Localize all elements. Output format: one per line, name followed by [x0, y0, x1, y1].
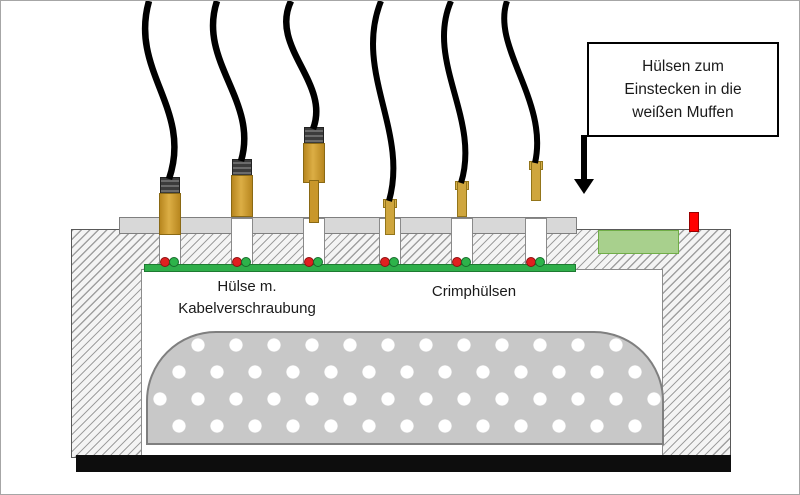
- gland-gold-body: [303, 143, 325, 183]
- green-contact: [535, 257, 545, 267]
- callout-line2: Einstecken in die: [624, 81, 742, 98]
- top-mounting-plate: [119, 217, 577, 234]
- gland-gold-body: [231, 175, 253, 217]
- cable: [440, 1, 469, 184]
- green-pcb-strip: [144, 264, 576, 272]
- perforated-dome-filter: [146, 331, 664, 445]
- crimp-ferrule-pin: [457, 181, 467, 217]
- connector-contacts: [526, 256, 545, 267]
- crimp-ferrule-pin: [531, 161, 541, 201]
- cable: [141, 1, 178, 181]
- green-contact: [241, 257, 251, 267]
- gland-gold-body: [159, 193, 181, 235]
- callout-line1: Hülsen zum: [642, 58, 724, 75]
- label-crimp: Crimphülsen: [393, 280, 555, 304]
- green-contact: [313, 257, 323, 267]
- cable: [370, 1, 397, 202]
- crimp-ferrule-pin: [385, 199, 395, 235]
- green-contact: [169, 257, 179, 267]
- callout-line3: weißen Muffen: [632, 104, 734, 121]
- callout-box: Hülsen zum Einstecken in die weißen Muff…: [587, 42, 779, 137]
- label-gland-line1: Hülse m.: [217, 278, 277, 295]
- cable: [501, 1, 541, 164]
- callout-arrow-head: [574, 179, 594, 194]
- callout-arrow-line: [581, 135, 587, 179]
- connector-contacts: [160, 256, 179, 267]
- green-contact: [389, 257, 399, 267]
- connector-contacts: [380, 256, 399, 267]
- connector-contacts: [452, 256, 471, 267]
- black-base-plate: [76, 455, 731, 472]
- green-contact: [461, 257, 471, 267]
- green-insert-block: [598, 230, 679, 254]
- cable: [282, 1, 320, 131]
- red-marker: [689, 212, 699, 232]
- label-gland: Hülse m. Kabelverschraubung: [151, 275, 343, 321]
- label-gland-line2: Kabelverschraubung: [178, 300, 316, 317]
- connector-contacts: [232, 256, 251, 267]
- connector-contacts: [304, 256, 323, 267]
- cable: [209, 1, 248, 162]
- gland-shaft: [309, 180, 319, 223]
